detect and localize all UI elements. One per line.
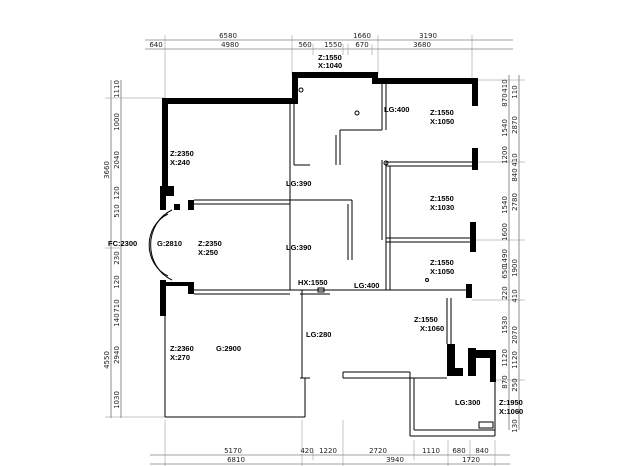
dim-top-3190: 3190	[419, 32, 437, 40]
label-lg390-a: LG:390	[286, 179, 311, 188]
left-dimension-lines: 3660 4550 1110 1000 2040 120 510 230 120…	[103, 80, 165, 418]
label-z1550-r1: Z:1550	[430, 108, 454, 117]
interior-walls	[148, 84, 496, 437]
dim-bottom-840: 840	[475, 447, 488, 455]
label-fc2300: FC:2300	[108, 239, 137, 248]
dim-right-650: 650	[501, 265, 509, 278]
bottom-dimension-lines: 5170 420 1220 2720 1110 680 840 6810 394…	[150, 420, 510, 466]
label-lg390-b: LG:390	[286, 243, 311, 252]
dim-right-1120: 1120	[501, 349, 509, 367]
label-z1550-r2: Z:1550	[430, 194, 454, 203]
dim-bottom-680: 680	[452, 447, 465, 455]
dim-bottom-2720: 2720	[369, 447, 387, 455]
dim-top-1550: 1550	[324, 41, 342, 49]
dim-right-1900: 1900	[511, 259, 519, 277]
dim-right-1120-b: 1120	[511, 351, 519, 369]
dim-top-6580: 6580	[219, 32, 237, 40]
dim-top-560: 560	[298, 41, 311, 49]
dim-right-1200: 1200	[501, 146, 509, 164]
dim-left-4550: 4550	[103, 351, 111, 369]
label-z2360: Z:2360	[170, 344, 194, 353]
dim-right-410-c: 410	[511, 289, 519, 302]
dim-bottom-6810: 6810	[227, 456, 245, 464]
dim-right-250: 250	[511, 378, 519, 391]
dim-left-120-b: 120	[113, 275, 121, 288]
dim-right-870: 870	[501, 93, 509, 106]
dim-right-1600: 1600	[501, 223, 509, 241]
dim-left-2940: 2940	[113, 346, 121, 364]
dim-left-2040: 2040	[113, 151, 121, 169]
dim-left-710: 710	[113, 299, 121, 312]
dim-right-2070: 2070	[511, 326, 519, 344]
dim-right-1540-b: 1540	[501, 196, 509, 214]
label-x1040: X:1040	[318, 61, 342, 70]
label-x270: X:270	[170, 353, 190, 362]
dim-right-840: 840	[511, 168, 519, 181]
label-lg400-mid: LG:400	[354, 281, 379, 290]
dim-right-410: 410	[501, 79, 509, 92]
label-hx1550: HX:1550	[298, 278, 328, 287]
label-lg300: LG:300	[455, 398, 480, 407]
dim-right-2780: 2780	[511, 193, 519, 211]
label-z2350-a: Z:2350	[170, 149, 194, 158]
right-dimension-lines: 410 870 2870 1540 1200 1540 2780 1600 14…	[472, 75, 525, 433]
label-z1550-r3: Z:1550	[430, 258, 454, 267]
dim-right-870-b: 870	[501, 375, 509, 388]
label-x240: X:240	[170, 158, 190, 167]
dim-left-3660: 3660	[103, 161, 111, 179]
dim-bottom-1720: 1720	[462, 456, 480, 464]
dim-left-120-a: 120	[113, 186, 121, 199]
dim-left-1110: 1110	[113, 80, 121, 98]
dim-right-410-b: 410	[511, 153, 519, 166]
dim-top-4980: 4980	[221, 41, 239, 49]
label-x1060: X:1060	[420, 324, 444, 333]
dim-top-1660: 1660	[353, 32, 371, 40]
dim-right-130: 130	[511, 419, 519, 432]
dim-bottom-420: 420	[300, 447, 313, 455]
dim-top-3680: 3680	[413, 41, 431, 49]
label-x1060-b: X:1060	[499, 407, 523, 416]
dim-left-1000: 1000	[113, 113, 121, 131]
label-lg280: LG:280	[306, 330, 331, 339]
dim-left-510: 510	[113, 204, 121, 217]
dim-bottom-1110: 1110	[422, 447, 440, 455]
dim-bottom-5170: 5170	[224, 447, 242, 455]
label-g2900: G:2900	[216, 344, 241, 353]
dim-left-140: 140	[113, 313, 121, 326]
dim-right-110: 110	[511, 85, 519, 98]
dim-right-1540-a: 1540	[501, 119, 509, 137]
label-x250: X:250	[198, 248, 218, 257]
label-lg400-top: LG:400	[384, 105, 409, 114]
dim-top-670: 670	[355, 41, 368, 49]
label-x1050-r3: X:1050	[430, 267, 454, 276]
label-z1550-top: Z:1550	[318, 53, 342, 62]
dim-bottom-3940: 3940	[386, 456, 404, 464]
dim-right-1530: 1530	[501, 316, 509, 334]
label-z1950: Z:1950	[499, 398, 523, 407]
dim-left-1030: 1030	[113, 391, 121, 409]
dim-left-230: 230	[113, 251, 121, 264]
dim-right-1490: 1490	[501, 249, 509, 267]
label-g2810: G:2810	[157, 239, 182, 248]
label-z2350-b: Z:2350	[198, 239, 222, 248]
dim-bottom-1220: 1220	[319, 447, 337, 455]
label-x1050-r1: X:1050	[430, 117, 454, 126]
label-x1030: X:1030	[430, 203, 454, 212]
label-z1550-r4: Z:1550	[414, 315, 438, 324]
dim-top-640: 640	[149, 41, 162, 49]
exterior-walls	[160, 72, 496, 382]
dim-right-2870: 2870	[511, 116, 519, 134]
top-dimension-lines: 6580 1660 3190 640 4980 560 1550 670 368…	[145, 32, 513, 98]
room-labels: Z:1550 X:1040 LG:400 Z:1550 X:1050 Z:235…	[108, 53, 523, 416]
dim-right-220: 220	[501, 286, 509, 299]
